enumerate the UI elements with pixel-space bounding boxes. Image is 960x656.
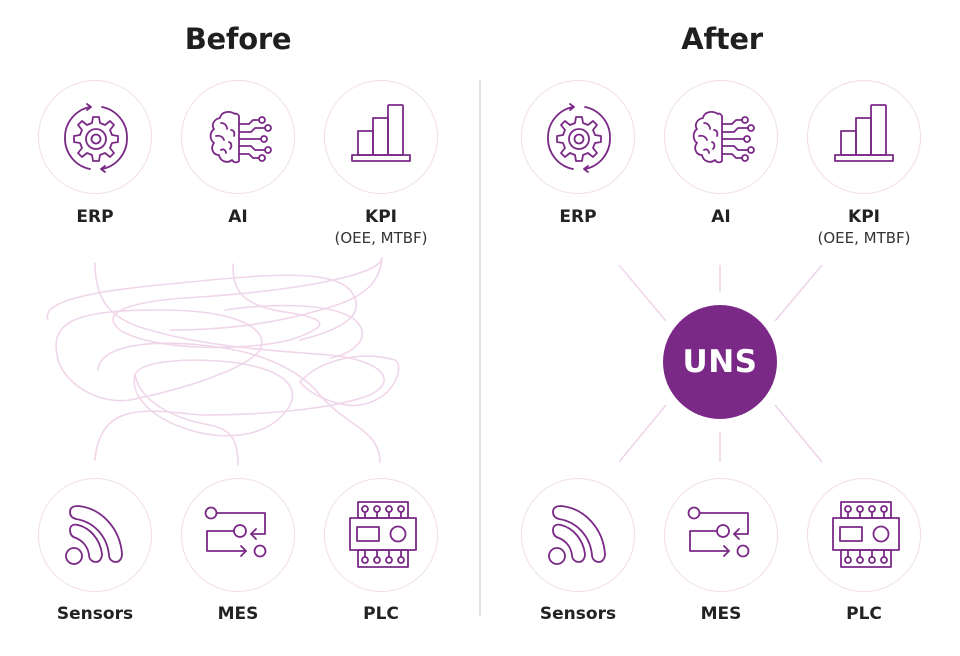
after-erp-label: ERP [559,207,597,227]
before-erp-label: ERP [76,207,114,227]
before-mes-label: MES [217,604,259,624]
bar-chart-icon [342,98,422,178]
after-kpi-label: KPI [848,207,880,227]
uns-hub-label: UNS [682,344,758,380]
section-divider [479,80,481,616]
process-flow-icon [682,496,762,576]
after-ai-label: AI [711,207,731,227]
after-kpi-sublabel: (OEE, MTBF) [817,229,911,247]
after-sensors-label: Sensors [539,604,617,624]
after-plc-label: PLC [846,604,882,624]
after-ai-node [664,80,778,194]
after-kpi-node [807,80,921,194]
after-heading: After [681,22,763,56]
before-plc-node [324,478,438,592]
uns-hub: UNS [663,305,777,419]
before-ai-label: AI [228,207,248,227]
after-plc-node [807,478,921,592]
signal-waves-icon [539,496,619,576]
before-kpi-label: KPI [365,207,397,227]
hub-spokes [618,264,823,463]
brain-circuit-icon [199,98,279,178]
before-erp-node [38,80,152,194]
after-mes-label: MES [700,604,742,624]
plc-module-icon [342,496,422,576]
process-flow-icon [199,496,279,576]
before-sensors-node [38,478,152,592]
after-erp-node [521,80,635,194]
tangled-lines [46,257,400,466]
brain-circuit-icon [682,98,762,178]
before-plc-label: PLC [363,604,399,624]
after-mes-node [664,478,778,592]
plc-module-icon [825,496,905,576]
before-heading: Before [184,22,292,56]
bar-chart-icon [825,98,905,178]
before-kpi-sublabel: (OEE, MTBF) [334,229,428,247]
before-kpi-node [324,80,438,194]
before-mes-node [181,478,295,592]
gear-cycle-icon [539,98,619,178]
before-ai-node [181,80,295,194]
gear-cycle-icon [56,98,136,178]
before-sensors-label: Sensors [56,604,134,624]
signal-waves-icon [56,496,136,576]
after-sensors-node [521,478,635,592]
